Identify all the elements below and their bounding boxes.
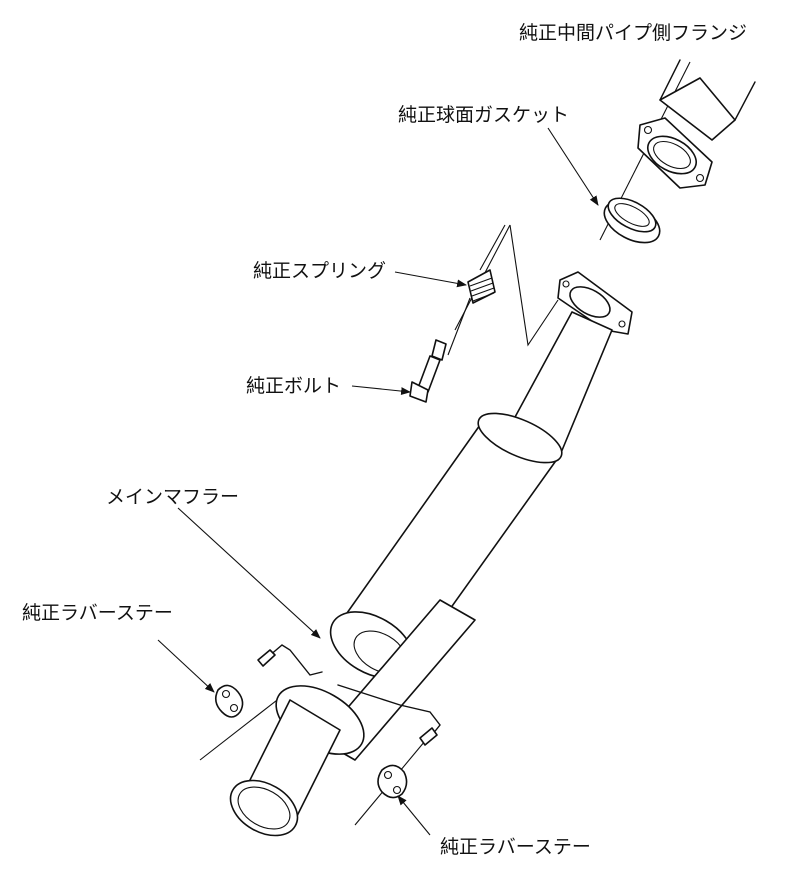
leader-main-muffler [177, 507, 321, 639]
oem-spring [447, 224, 506, 356]
muffler-outlet [229, 599, 476, 837]
leader-rubber-stay-left [157, 639, 215, 693]
leader-gasket [547, 127, 599, 206]
spherical-gasket [603, 197, 661, 244]
leader-rubber-stay-bottom [397, 795, 431, 836]
label-spring: 純正スプリング [253, 260, 387, 282]
rubber-stay-bottom [377, 764, 408, 799]
label-rubber-stay-bottom: 純正ラバーステー [440, 836, 591, 858]
label-spherical-gasket: 純正球面ガスケット [398, 104, 570, 126]
hanger-rods [257, 644, 441, 746]
centerline-zigzag-2 [509, 224, 559, 347]
rubber-stay-left [214, 684, 244, 718]
oem-bolt [409, 339, 447, 403]
oem-mid-pipe [659, 59, 756, 141]
centerline-lower-left [199, 689, 291, 761]
muffler-inlet-flange [557, 271, 633, 335]
mid-pipe-flange [637, 117, 713, 189]
leader-spring [394, 271, 467, 288]
label-mid-pipe-flange: 純正中間パイプ側フランジ [519, 22, 748, 44]
leader-bolt [351, 385, 411, 396]
label-bolt: 純正ボルト [246, 375, 342, 397]
label-rubber-stay-left: 純正ラバーステー [22, 602, 173, 624]
label-main-muffler: メインマフラー [106, 486, 240, 508]
